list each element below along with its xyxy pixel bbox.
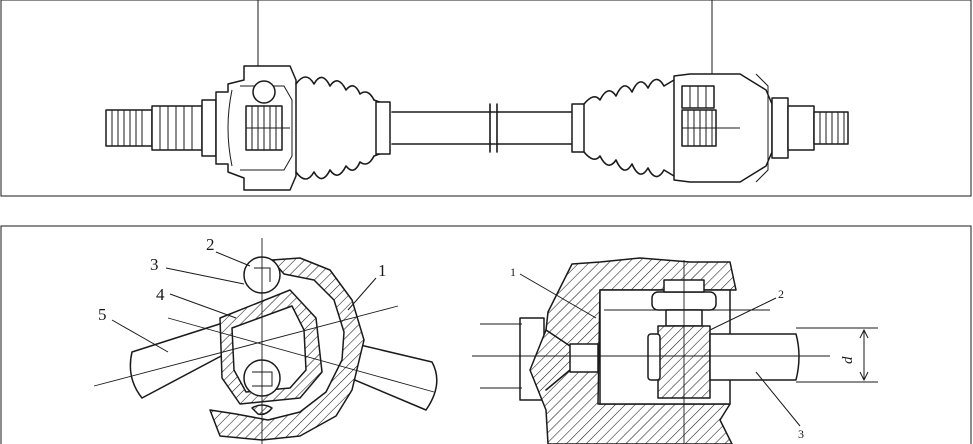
top-panel-frame bbox=[0, 0, 972, 197]
ball-joint-output-axis bbox=[167, 317, 435, 393]
right-stub-shaft bbox=[771, 97, 849, 159]
tripod-output-shaft bbox=[709, 333, 800, 381]
callout-1-right: 1 bbox=[510, 265, 516, 279]
leader-5 bbox=[111, 319, 169, 353]
callout-3: 3 bbox=[150, 255, 159, 274]
top-panel-shaft-assembly bbox=[0, 0, 972, 197]
leader-2-right bbox=[709, 297, 777, 331]
callout-5: 5 bbox=[98, 305, 107, 324]
callout-4: 4 bbox=[156, 285, 165, 304]
tripod-housing bbox=[529, 257, 737, 444]
leader-2 bbox=[215, 251, 251, 267]
intermediate-shaft bbox=[391, 103, 573, 153]
right-boot bbox=[571, 78, 675, 178]
bottom-panel-frame bbox=[0, 225, 972, 444]
leader-1-right bbox=[519, 273, 597, 319]
right-joint-housing bbox=[673, 73, 773, 183]
outer-race-housing bbox=[209, 257, 365, 441]
leader-3 bbox=[165, 267, 245, 285]
ball-joint-output-shaft bbox=[349, 343, 438, 411]
callout-3-right: 3 bbox=[798, 427, 804, 441]
ball-joint-shaft-axis bbox=[93, 305, 399, 387]
callout-2: 2 bbox=[206, 235, 215, 254]
bottom-panel-joint-sections: 2 3 4 5 1 bbox=[0, 225, 972, 444]
left-stub-shaft bbox=[105, 99, 217, 157]
leader-1-left bbox=[347, 277, 377, 311]
dimension-label-d: d bbox=[840, 356, 856, 364]
callout-1-left: 1 bbox=[378, 261, 387, 280]
leader-3-right bbox=[755, 371, 801, 427]
callout-2-right: 2 bbox=[778, 287, 784, 301]
left-joint-housing bbox=[215, 65, 297, 191]
left-boot bbox=[295, 76, 391, 180]
leader-4 bbox=[169, 293, 237, 319]
ball-joint-section: 2 3 4 5 1 bbox=[93, 235, 438, 444]
tripod-joint-section: d 1 2 3 bbox=[472, 257, 878, 444]
